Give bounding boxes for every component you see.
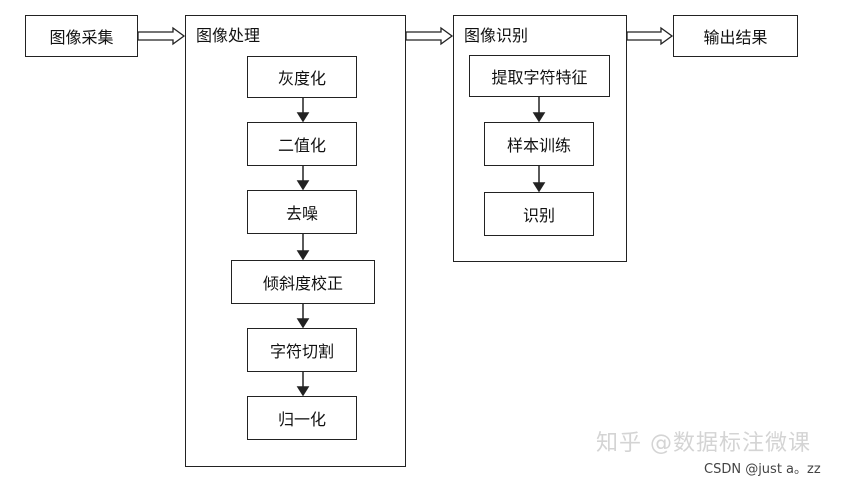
output-result-label: 输出结果 bbox=[703, 28, 768, 47]
arrow-segment-to-normalize bbox=[296, 386, 310, 397]
zhihu-watermark: 知乎 @数据标注微课 bbox=[596, 431, 811, 456]
arrow-binarize-to-denoise bbox=[296, 180, 310, 191]
arrow-denoise-to-skew bbox=[296, 250, 310, 261]
csdn-watermark: CSDN @just a。zz bbox=[704, 462, 821, 477]
image-acquisition-box: 图像采集 bbox=[25, 15, 138, 57]
binarize-box: 二值化 bbox=[247, 122, 357, 166]
binarize-label: 二值化 bbox=[277, 136, 326, 155]
image-acquisition-label: 图像采集 bbox=[49, 28, 114, 47]
double-arrow-processing-to-recognition bbox=[405, 26, 454, 46]
character-segmentation-label: 字符切割 bbox=[269, 342, 334, 361]
identify-box: 识别 bbox=[484, 192, 594, 236]
skew-correction-box: 倾斜度校正 bbox=[231, 260, 375, 304]
output-result-box: 输出结果 bbox=[673, 15, 798, 57]
denoise-box: 去噪 bbox=[247, 190, 357, 234]
character-segmentation-box: 字符切割 bbox=[247, 328, 357, 372]
skew-correction-label: 倾斜度校正 bbox=[262, 274, 343, 293]
normalization-label: 归一化 bbox=[277, 410, 326, 429]
double-arrow-recognition-to-output bbox=[626, 26, 674, 46]
sample-training-box: 样本训练 bbox=[484, 122, 594, 166]
feature-extraction-label: 提取字符特征 bbox=[491, 68, 588, 87]
normalization-box: 归一化 bbox=[247, 396, 357, 440]
image-processing-title: 图像处理 bbox=[196, 26, 261, 45]
arrow-train-to-identify bbox=[532, 182, 546, 193]
denoise-label: 去噪 bbox=[285, 204, 318, 223]
identify-label: 识别 bbox=[522, 206, 555, 225]
image-recognition-title: 图像识别 bbox=[464, 26, 529, 45]
arrow-feature-to-train bbox=[532, 112, 546, 123]
grayscale-label: 灰度化 bbox=[277, 69, 326, 88]
arrow-skew-to-segment bbox=[296, 318, 310, 329]
double-arrow-acquisition-to-processing bbox=[137, 26, 186, 46]
sample-training-label: 样本训练 bbox=[506, 136, 571, 155]
feature-extraction-box: 提取字符特征 bbox=[469, 55, 610, 97]
arrow-grayscale-to-binarize bbox=[296, 112, 310, 123]
grayscale-box: 灰度化 bbox=[247, 56, 357, 98]
